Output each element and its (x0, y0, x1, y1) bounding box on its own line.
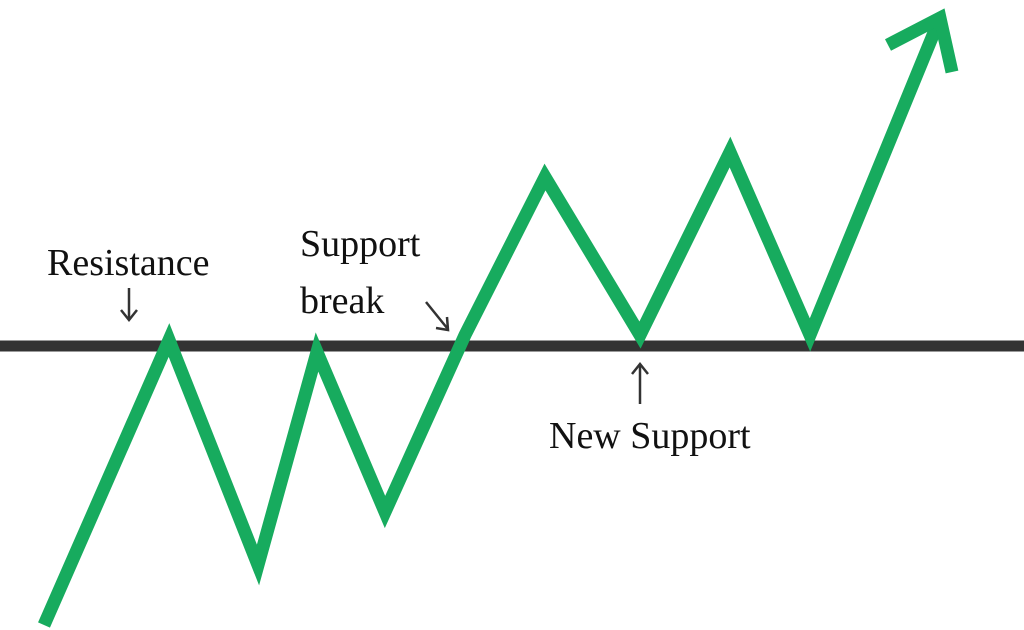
price-path-line (38, 15, 947, 628)
support-break-label-line1: Support (300, 223, 421, 265)
resistance-label: Resistance (47, 242, 210, 284)
new-support-label: New Support (549, 415, 751, 457)
new-support-arrow-icon (631, 361, 649, 404)
support-break-label-line2: break (300, 280, 384, 322)
upward-arrowhead-icon (885, 8, 959, 74)
support-break-arrow-icon (425, 301, 450, 332)
resistance-arrow-icon (120, 288, 138, 323)
